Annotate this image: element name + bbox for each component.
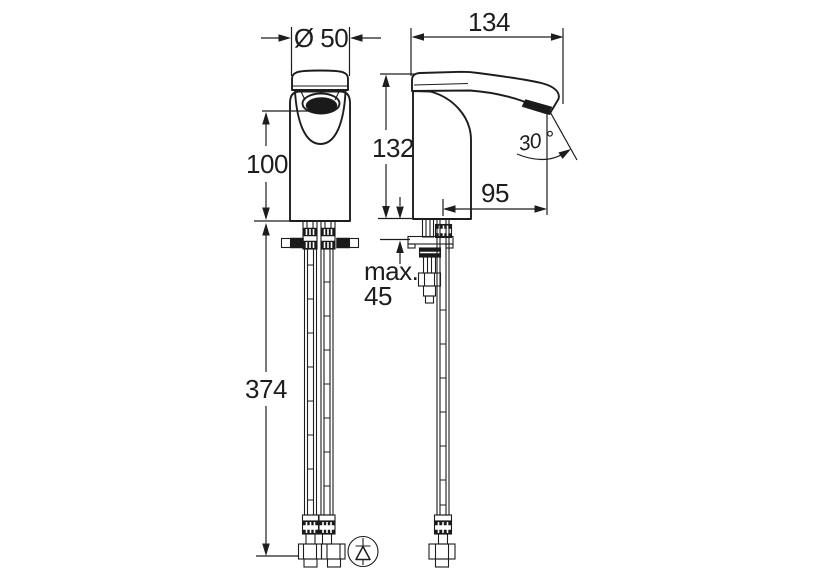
side-supply-hose [436,218,450,516]
dimension-deck-thickness: max. 45 [364,197,419,311]
dim-spout-angle-label: 30 ° [517,127,556,156]
dim-body-height-label: 132 [372,133,414,163]
side-cap-spout [411,70,560,115]
dim-deck-thickness-value: 45 [364,281,392,311]
side-outlet-band [521,99,553,115]
side-body [412,90,472,220]
side-hose-fitting [428,514,456,568]
dim-hose-length-label: 374 [245,374,287,404]
dimension-outlet-height: 100 [246,110,313,222]
front-view [280,69,360,568]
front-hose-fittings [297,514,346,568]
dim-deck-thickness-prefix: max. [364,256,418,286]
dim-outlet-height-label: 100 [246,149,288,179]
dimension-spout-projection: 95 [442,178,547,216]
front-supply-hoses [303,248,334,516]
front-mounting-hardware [280,220,360,250]
dimension-body-height: 132 [372,73,414,220]
check-valve-icon [347,535,379,568]
side-cap-rim [412,82,470,92]
dimension-overall-depth: 134 [410,7,564,104]
dim-overall-depth-label: 134 [468,7,510,37]
front-body-arch [294,90,347,145]
front-body [289,90,351,222]
dim-cap-diameter-label: Ø 50 [294,23,348,53]
dimension-spout-angle: 30 ° [517,109,578,215]
side-view [407,70,560,568]
dim-spout-projection-label: 95 [481,178,509,208]
dimension-hose-length: 374 [245,223,299,557]
front-cap [291,69,349,91]
dimension-cap-diameter: Ø 50 [261,23,381,76]
front-outlet-opening [305,97,338,114]
